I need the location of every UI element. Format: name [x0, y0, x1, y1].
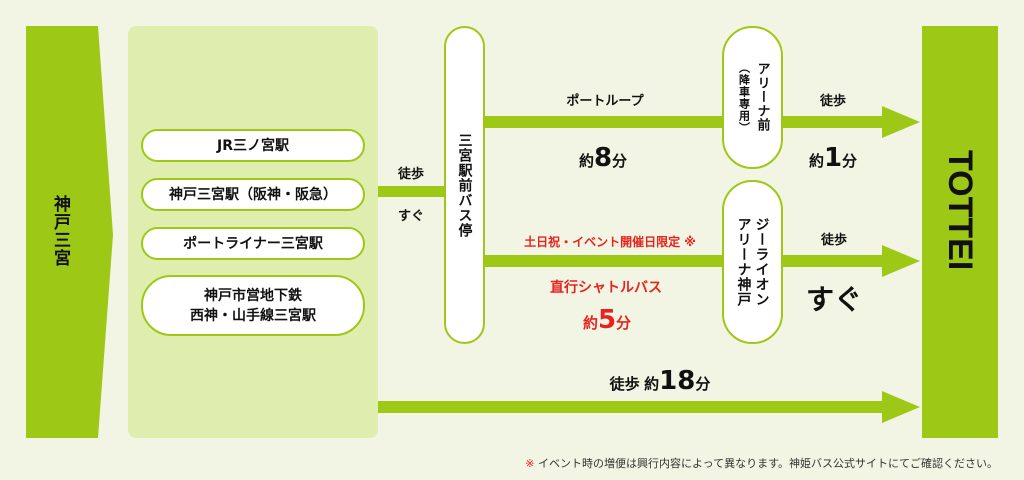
route1-name: ポートループ [566, 94, 644, 109]
footnote: ※ イベント時の増便は興行内容によって異なります。神姫バス公式サイトにてご確認く… [525, 457, 998, 470]
route2-walk-time: すぐ [805, 283, 863, 316]
route2-time: 約5分 [582, 305, 632, 335]
destination-block [922, 26, 998, 438]
g-lion-arena-pill: ジーライオンアリーナ神戸 [722, 180, 783, 344]
route2-note: 土日祝・イベント開催日限定 ※ [524, 235, 696, 249]
route1-walk-time: 約1分 [808, 143, 858, 173]
route2-arrow [781, 245, 920, 277]
route1-line [483, 116, 724, 128]
route1-time: 約8分 [578, 143, 628, 173]
walk-label: 徒歩 [397, 167, 425, 182]
station-jr: JR三ノ宮駅 [141, 129, 365, 162]
route3-arrow [378, 391, 920, 423]
connector-line [378, 186, 446, 197]
route2-name: 直行シャトルバス [550, 280, 662, 296]
origin-block [26, 26, 113, 438]
arena-mae-label: アリーナ前（降車専用） [737, 61, 770, 134]
route1-walk-label: 徒歩 [819, 94, 847, 109]
destination-label: TOTTEI [941, 150, 979, 271]
walk-time: すぐ [397, 209, 425, 224]
arena-mae-pill: アリーナ前（降車専用） [722, 26, 783, 169]
station-subway-line2: 西神・山手線三宮駅 [190, 307, 316, 324]
station-subway: 神戸市営地下鉄 西神・山手線三宮駅 [141, 275, 365, 336]
g-lion-arena-label: ジーライオンアリーナ神戸 [735, 217, 770, 307]
route2-walk-label: 徒歩 [820, 233, 848, 248]
station-hankyu-hanshin: 神戸三宮駅（阪神・阪急） [141, 178, 365, 211]
bus-stop-label: 三宮駅前バス停 [456, 132, 473, 238]
route2-line [483, 255, 724, 267]
bus-stop-pill: 三宮駅前バス停 [444, 26, 485, 344]
route3-label: 徒歩 約18分 [609, 366, 711, 396]
station-portliner: ポートライナー三宮駅 [141, 227, 365, 260]
origin-label: 神戸三宮 [50, 195, 70, 267]
station-subway-line1: 神戸市営地下鉄 [204, 287, 302, 304]
route1-arrow [781, 106, 920, 138]
